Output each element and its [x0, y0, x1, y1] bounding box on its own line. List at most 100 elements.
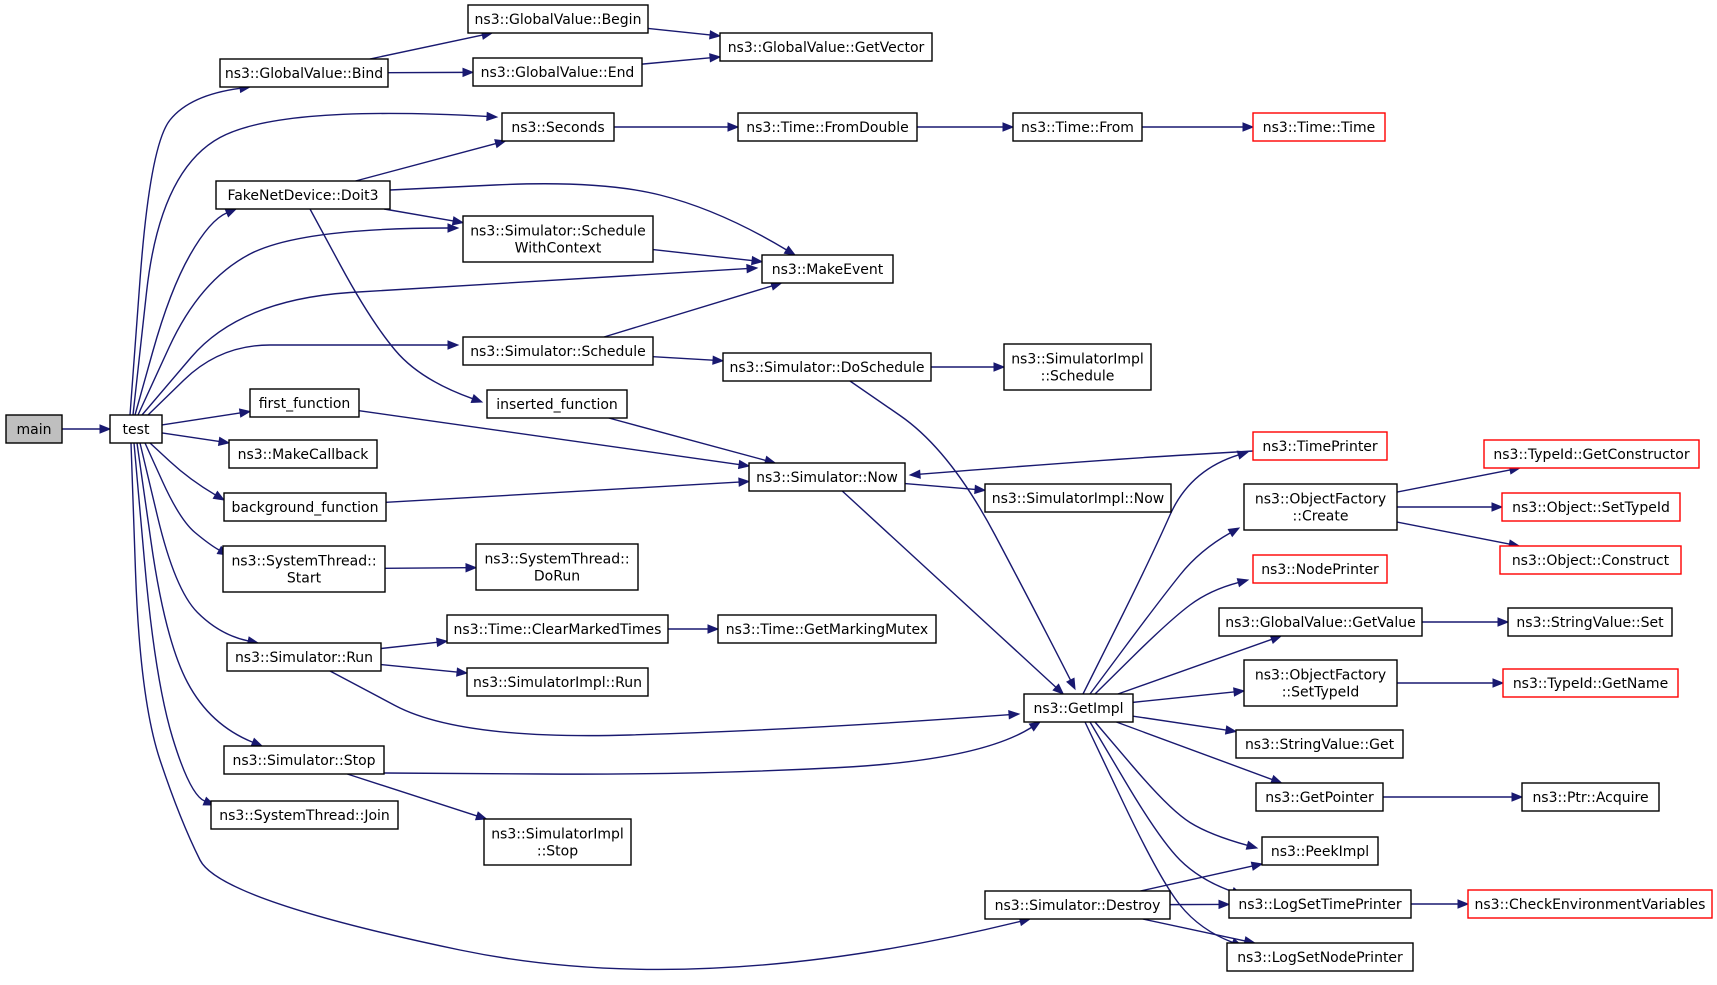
- node-sim-run[interactable]: ns3::Simulator::Run: [226, 642, 382, 672]
- node-box: [984, 890, 1171, 920]
- node-simimpl-run[interactable]: ns3::SimulatorImpl::Run: [466, 667, 649, 697]
- node-gv-bind[interactable]: ns3::GlobalValue::Bind: [219, 58, 389, 88]
- node-label: ns3::NodePrinter: [1261, 562, 1379, 578]
- node-box: [1261, 836, 1379, 866]
- edge-line: [132, 112, 488, 416]
- edge-line: [1132, 715, 1227, 731]
- node-time-fromdouble[interactable]: ns3::Time::FromDouble: [737, 112, 918, 142]
- node-label: ns3::LogSetTimePrinter: [1238, 897, 1402, 913]
- call-edge-main-to-test: [62, 424, 112, 434]
- node-time-from[interactable]: ns3::Time::From: [1012, 112, 1143, 142]
- node-simimpl-schedule[interactable]: ns3::SimulatorImpl::Schedule: [1003, 343, 1152, 391]
- call-edge-sim_doschedule-to-simimpl_schedule: [931, 362, 1006, 372]
- call-edge-getimpl-to-of_create: [1089, 527, 1241, 695]
- node-makecallback[interactable]: ns3::MakeCallback: [228, 439, 378, 469]
- node-box: [210, 800, 399, 830]
- node-typeid-getname[interactable]: ns3::TypeId::GetName: [1502, 668, 1679, 698]
- node-sim-destroy[interactable]: ns3::Simulator::Destroy: [984, 890, 1171, 920]
- node-simimpl-now[interactable]: ns3::SimulatorImpl::Now: [984, 483, 1172, 513]
- node-label: ::Stop: [537, 844, 578, 860]
- arrowhead-icon: [1497, 617, 1510, 627]
- node-simimpl-stop[interactable]: ns3::SimulatorImpl::Stop: [483, 818, 632, 866]
- node-label: ns3::Time::FromDouble: [746, 120, 909, 136]
- arrowhead-icon: [1227, 527, 1241, 538]
- node-box: [1003, 343, 1152, 391]
- call-edge-time_clearmarked-to-time_getmarkingmutex: [668, 624, 720, 634]
- node-gv-getvalue[interactable]: ns3::GlobalValue::GetValue: [1218, 607, 1423, 637]
- node-checkenv[interactable]: ns3::CheckEnvironmentVariables: [1467, 889, 1713, 919]
- call-edge-test-to-sim_run: [139, 442, 260, 646]
- node-peekimpl[interactable]: ns3::PeekImpl: [1261, 836, 1379, 866]
- node-nodeprinter[interactable]: ns3::NodePrinter: [1252, 554, 1388, 584]
- edge-line: [652, 248, 753, 262]
- call-edge-sim_run-to-getimpl: [329, 670, 1021, 737]
- edge-line: [161, 432, 220, 443]
- node-time-getmarkingmutex[interactable]: ns3::Time::GetMarkingMutex: [717, 614, 937, 644]
- node-sim-doschedule[interactable]: ns3::Simulator::DoSchedule: [722, 352, 932, 382]
- node-background-function[interactable]: background_function: [223, 492, 387, 522]
- arrowhead-icon: [1511, 792, 1524, 802]
- node-getpointer[interactable]: ns3::GetPointer: [1255, 782, 1384, 812]
- node-of-settypeid[interactable]: ns3::ObjectFactory::SetTypeId: [1243, 659, 1398, 707]
- node-seconds[interactable]: ns3::Seconds: [501, 112, 615, 142]
- node-label: ns3::Simulator::Schedule: [470, 344, 646, 360]
- node-logsetnodeprinter[interactable]: ns3::LogSetNodePrinter: [1226, 942, 1414, 972]
- arrowhead-icon: [1250, 861, 1264, 871]
- node-gv-begin[interactable]: ns3::GlobalValue::Begin: [467, 4, 649, 34]
- node-gv-end[interactable]: ns3::GlobalValue::End: [472, 57, 643, 87]
- node-getimpl[interactable]: ns3::GetImpl: [1023, 693, 1134, 723]
- node-time-clearmarked[interactable]: ns3::Time::ClearMarkedTimes: [446, 614, 669, 644]
- node-main[interactable]: main: [5, 414, 63, 444]
- node-sim-schedule[interactable]: ns3::Simulator::Schedule: [462, 336, 654, 366]
- call-edge-getimpl-to-nodeprinter: [1094, 578, 1250, 695]
- node-st-dorun[interactable]: ns3::SystemThread::DoRun: [475, 543, 639, 591]
- node-fake-doit3[interactable]: FakeNetDevice::Doit3: [215, 180, 391, 210]
- node-box: [475, 543, 639, 591]
- edge-line: [369, 34, 483, 60]
- node-inserted-function[interactable]: inserted_function: [486, 389, 628, 419]
- node-label: ns3::StringValue::Set: [1516, 615, 1664, 631]
- call-edge-test-to-sim_schedwc: [137, 223, 460, 416]
- node-typeid-getconstructor[interactable]: ns3::TypeId::GetConstructor: [1483, 439, 1700, 469]
- call-edge-of_create-to-typeid_getconstructor: [1396, 465, 1522, 493]
- node-label: background_function: [232, 500, 379, 516]
- arrowhead-icon: [238, 408, 252, 418]
- node-time-time[interactable]: ns3::Time::Time: [1252, 112, 1386, 142]
- node-box: [1252, 554, 1388, 584]
- node-makeevent[interactable]: ns3::MakeEvent: [761, 254, 894, 284]
- node-box: [719, 32, 933, 62]
- node-sim-stop[interactable]: ns3::Simulator::Stop: [223, 745, 385, 775]
- node-sim-now[interactable]: ns3::Simulator::Now: [748, 462, 906, 492]
- edge-line: [1116, 721, 1273, 781]
- node-box: [501, 112, 615, 142]
- node-st-start[interactable]: ns3::SystemThread::Start: [222, 545, 386, 593]
- node-object-construct[interactable]: ns3::Object::Construct: [1499, 545, 1682, 575]
- node-label: ns3::SimulatorImpl::Now: [992, 491, 1165, 507]
- node-stringvalue-set[interactable]: ns3::StringValue::Set: [1507, 607, 1673, 637]
- call-edge-first_function-to-sim_now: [358, 410, 751, 470]
- node-first-function[interactable]: first_function: [249, 388, 360, 418]
- node-test[interactable]: test: [109, 414, 163, 444]
- node-stringvalue-get[interactable]: ns3::StringValue::Get: [1235, 729, 1404, 759]
- node-label: ns3::Simulator::Schedule: [470, 224, 646, 240]
- node-gv-getvector[interactable]: ns3::GlobalValue::GetVector: [719, 32, 933, 62]
- call-edge-logsettimeprinter-to-checkenv: [1411, 899, 1470, 909]
- call-edge-of_settypeid-to-typeid_getname: [1397, 678, 1505, 688]
- node-timeprinter[interactable]: ns3::TimePrinter: [1252, 431, 1388, 461]
- node-logsettimeprinter[interactable]: ns3::LogSetTimePrinter: [1228, 889, 1412, 919]
- node-label: ns3::TypeId::GetConstructor: [1493, 447, 1689, 463]
- edge-line: [849, 380, 1072, 681]
- node-ptr-acquire[interactable]: ns3::Ptr::Acquire: [1521, 782, 1660, 812]
- call-edge-sim_now-to-simimpl_now: [904, 482, 987, 495]
- call-edge-fake_doit3-to-seconds: [355, 139, 507, 182]
- node-label: ns3::GlobalValue::Bind: [225, 66, 383, 82]
- node-label: ns3::LogSetNodePrinter: [1237, 950, 1403, 966]
- node-object-settypeid[interactable]: ns3::Object::SetTypeId: [1501, 492, 1681, 522]
- arrowhead-icon: [250, 737, 264, 747]
- node-of-create[interactable]: ns3::ObjectFactory::Create: [1243, 483, 1398, 531]
- call-edge-sim_destroy-to-logsettimeprinter: [1169, 899, 1231, 910]
- node-label: ns3::CheckEnvironmentVariables: [1475, 897, 1706, 913]
- node-st-join[interactable]: ns3::SystemThread::Join: [210, 800, 399, 830]
- arrowhead-icon: [737, 459, 751, 470]
